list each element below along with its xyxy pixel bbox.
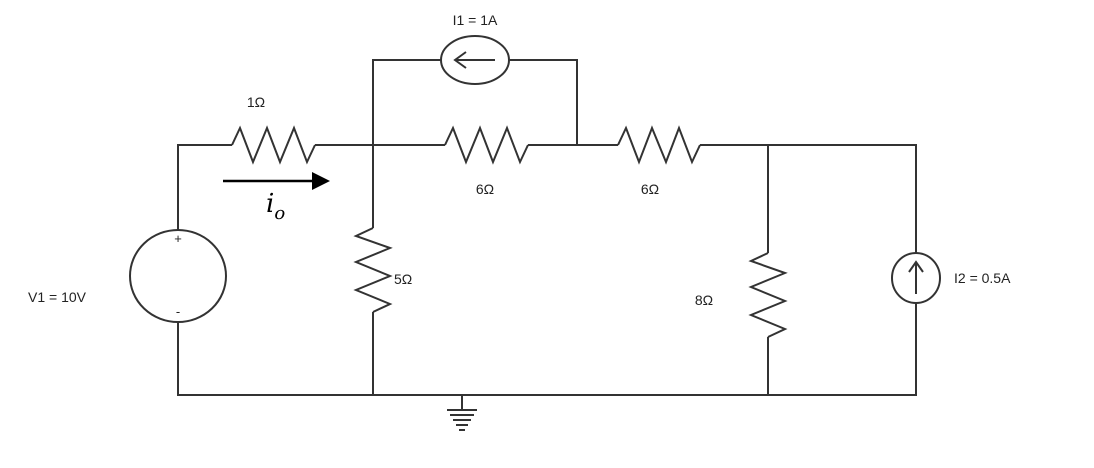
resistor-8ohm bbox=[748, 252, 788, 338]
resistor-5ohm bbox=[353, 227, 393, 313]
current-arrow-io: io bbox=[223, 172, 330, 224]
current-label-io: io bbox=[266, 189, 285, 224]
label-5ohm: 5Ω bbox=[394, 271, 412, 287]
label-i1: I1 = 1A bbox=[453, 12, 498, 28]
label-i2: I2 = 0.5A bbox=[954, 270, 1011, 286]
plus-sign: + bbox=[174, 231, 182, 246]
wires bbox=[177, 59, 917, 410]
arrow-up-icon bbox=[908, 260, 924, 294]
ground-icon bbox=[447, 409, 477, 431]
wire-v1-top bbox=[177, 144, 232, 230]
minus-sign: - bbox=[176, 304, 180, 319]
voltage-source-body bbox=[129, 229, 227, 323]
wire-i1-left bbox=[372, 59, 441, 145]
resistor-1ohm bbox=[231, 125, 316, 165]
arrow-left-icon bbox=[453, 51, 495, 69]
current-source-i2 bbox=[891, 252, 941, 304]
label-6ohm-right: 6Ω bbox=[641, 181, 659, 197]
label-6ohm-middle: 6Ω bbox=[476, 181, 494, 197]
wire-i1-right bbox=[509, 59, 578, 145]
resistor-6ohm-right bbox=[617, 125, 701, 165]
voltage-source-v1: + - bbox=[129, 229, 227, 323]
wire-right-top bbox=[700, 144, 917, 253]
label-v1: V1 = 10V bbox=[28, 289, 87, 305]
wire-v1-bottom bbox=[177, 303, 917, 396]
current-source-i1 bbox=[440, 35, 510, 85]
arrow-right-icon bbox=[312, 172, 330, 190]
label-1ohm: 1Ω bbox=[247, 94, 265, 110]
label-8ohm: 8Ω bbox=[695, 292, 713, 308]
resistor-6ohm-middle bbox=[444, 125, 529, 165]
